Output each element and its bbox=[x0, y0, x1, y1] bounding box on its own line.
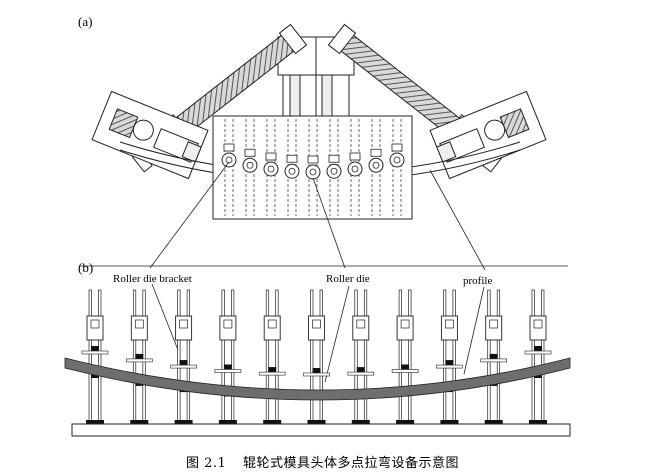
bracket-rail bbox=[354, 289, 358, 425]
roller-die-hub bbox=[393, 156, 401, 164]
bracket-units bbox=[81, 289, 552, 425]
upper-roller-block bbox=[268, 367, 277, 373]
bracket-foot bbox=[263, 420, 282, 425]
bracket-foot bbox=[174, 420, 193, 425]
bracket-housing-window bbox=[489, 319, 499, 329]
upper-roller-block bbox=[445, 360, 454, 366]
upper-roller-block bbox=[489, 353, 498, 359]
bracket-housing-window bbox=[90, 319, 100, 329]
bracket-rail bbox=[98, 289, 102, 425]
bracket-rail bbox=[319, 289, 323, 425]
roller-bracket-head bbox=[223, 143, 235, 152]
bracket-rail bbox=[265, 289, 270, 425]
roller-die-hub bbox=[246, 161, 254, 169]
bracket-rail bbox=[88, 289, 92, 425]
upper-roller-plate bbox=[81, 350, 109, 355]
leader-lines bbox=[149, 161, 486, 271]
bracket-housing-window bbox=[267, 319, 277, 329]
bracket-rail bbox=[186, 289, 190, 425]
bracket-rail bbox=[221, 289, 225, 425]
bracket-housing-window bbox=[312, 319, 321, 329]
upper-roller-block bbox=[356, 367, 365, 373]
bracket-foot bbox=[307, 420, 326, 425]
upper-roller-plate bbox=[126, 358, 153, 363]
figure-caption: 图 2.1 辊轮式模具头体多点拉弯设备示意图 bbox=[0, 452, 645, 471]
roller-die-hub bbox=[267, 165, 275, 173]
left-clamp bbox=[91, 90, 209, 180]
bracket-foot bbox=[484, 420, 503, 425]
roller-die-hub bbox=[330, 167, 338, 175]
callout-roller-die: Roller die bbox=[326, 273, 370, 285]
bracket-foot bbox=[218, 420, 237, 425]
bracket-housing-window bbox=[533, 319, 543, 329]
bracket-rail bbox=[231, 289, 235, 425]
upper-roller-plate bbox=[480, 358, 508, 363]
bracket-housing-window bbox=[400, 319, 410, 329]
bracket-rail bbox=[398, 289, 402, 425]
bracket-housing-window bbox=[356, 319, 366, 329]
base-plate bbox=[71, 423, 571, 437]
roller-bracket-head bbox=[286, 154, 298, 163]
upper-roller-plate bbox=[391, 369, 419, 373]
roller-die-hub bbox=[351, 165, 359, 173]
bracket-foot bbox=[130, 420, 149, 425]
bracket-housing-window bbox=[445, 319, 454, 329]
bracket-rail bbox=[363, 289, 368, 425]
upper-roller-block bbox=[223, 364, 232, 370]
roller-bracket-head bbox=[328, 154, 340, 163]
caption-text: 辊轮式模具头体多点拉弯设备示意图 bbox=[242, 456, 459, 471]
upper-roller-block bbox=[135, 353, 144, 359]
roller-die-hub bbox=[372, 161, 380, 169]
bracket-foot bbox=[86, 420, 104, 425]
roller-bracket-head bbox=[244, 148, 256, 157]
callout-profile: profile bbox=[463, 275, 492, 287]
upper-roller-block bbox=[91, 346, 99, 351]
roller-die-hub bbox=[309, 168, 317, 176]
upper-roller-plate bbox=[436, 364, 463, 369]
bracket-foot bbox=[529, 420, 547, 425]
bracket-rail bbox=[310, 289, 314, 425]
upper-roller-block bbox=[401, 364, 410, 370]
upper-roller-plate bbox=[524, 350, 552, 355]
roller-die-hub bbox=[288, 167, 296, 175]
top-roller-row bbox=[221, 143, 405, 180]
panel-a-label: (a) bbox=[78, 14, 92, 29]
upper-roller-block bbox=[312, 368, 321, 373]
bracket-housing-window bbox=[134, 319, 144, 329]
roller-bracket-head bbox=[370, 148, 382, 157]
bracket-housing-window bbox=[179, 319, 188, 329]
bracket-housing-window bbox=[223, 319, 233, 329]
bracket-rail bbox=[452, 289, 456, 425]
upper-roller-plate bbox=[303, 372, 330, 377]
upper-roller-plate bbox=[347, 371, 375, 376]
bracket-rail bbox=[177, 289, 181, 425]
caption-number: 图 2.1 bbox=[186, 456, 227, 471]
panel-b-profile bbox=[64, 357, 571, 401]
die-head-slots bbox=[224, 119, 402, 216]
bracket-rail bbox=[531, 289, 535, 425]
bracket-foot bbox=[396, 420, 415, 425]
upper-roller-block bbox=[179, 360, 188, 366]
roller-bracket-head bbox=[265, 152, 277, 161]
upper-roller-block bbox=[534, 346, 542, 351]
upper-roller-plate bbox=[170, 364, 197, 369]
bracket-rail bbox=[408, 289, 412, 425]
right-clamp bbox=[429, 90, 547, 180]
panel-b-label: (b) bbox=[78, 260, 93, 275]
upper-roller-plate bbox=[214, 369, 242, 373]
bracket-foot bbox=[351, 420, 370, 425]
upper-roller-plate bbox=[258, 371, 286, 376]
roller-bracket-head bbox=[391, 143, 403, 152]
bracket-rail bbox=[275, 289, 279, 425]
callout-roller-die-bracket: Roller die bracket bbox=[113, 273, 192, 285]
bracket-rail bbox=[541, 289, 545, 425]
roller-bracket-head bbox=[307, 155, 319, 164]
bracket-rail bbox=[443, 289, 447, 425]
panel-b-leaders bbox=[151, 283, 485, 383]
bracket-foot bbox=[440, 420, 459, 425]
panel-a-machine bbox=[91, 23, 547, 220]
roller-bracket-head bbox=[349, 152, 361, 161]
roller-die-hub bbox=[225, 156, 233, 164]
